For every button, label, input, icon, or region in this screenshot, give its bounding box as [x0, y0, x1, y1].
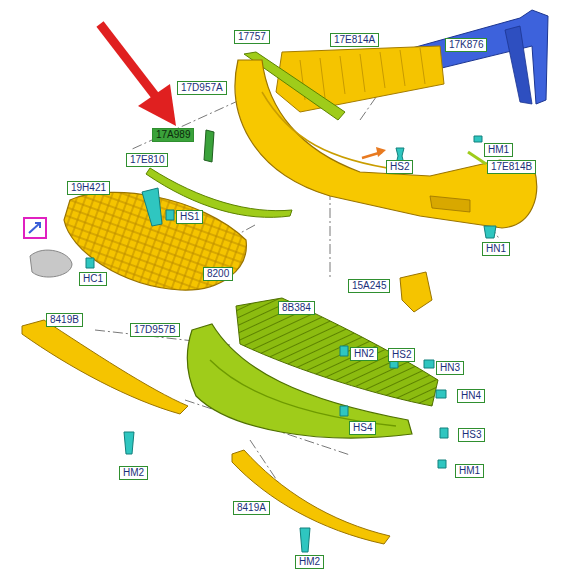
- callout-number: HS2: [388, 348, 415, 362]
- callout-number: HN4: [457, 389, 485, 403]
- callout-number: 8419B: [46, 313, 83, 327]
- callout-number: 15A245: [348, 279, 390, 293]
- callout-number: 17D957A: [177, 81, 227, 95]
- callout-number: 17E810: [126, 153, 168, 167]
- callout-number: 8200: [203, 267, 233, 281]
- callout-number: 19H421: [67, 181, 110, 195]
- callout-number: 8419A: [233, 501, 270, 515]
- callout-number: 8B384: [278, 301, 315, 315]
- callout-number: HN3: [436, 361, 464, 375]
- callout-number: HS1: [176, 210, 203, 224]
- callout-number: HM1: [484, 143, 513, 157]
- callout-number: 17757: [234, 30, 270, 44]
- callout-number: 17A989: [152, 128, 194, 142]
- callout-number: HN1: [482, 242, 510, 256]
- callout-number: HN2: [350, 347, 378, 361]
- callout-number: HS2: [386, 160, 413, 174]
- callout-number: 17D957B: [130, 323, 180, 337]
- callout-number: HM1: [455, 464, 484, 478]
- callout-number: HS4: [349, 421, 376, 435]
- callout-number: 17E814A: [330, 33, 379, 47]
- callout-number: 17K876: [445, 38, 487, 52]
- callout-number: HS3: [458, 428, 485, 442]
- callout-number: HM2: [295, 555, 324, 569]
- callout-number: 17E814B: [487, 160, 536, 174]
- callout-number: HC1: [79, 272, 107, 286]
- callout-number: HM2: [119, 466, 148, 480]
